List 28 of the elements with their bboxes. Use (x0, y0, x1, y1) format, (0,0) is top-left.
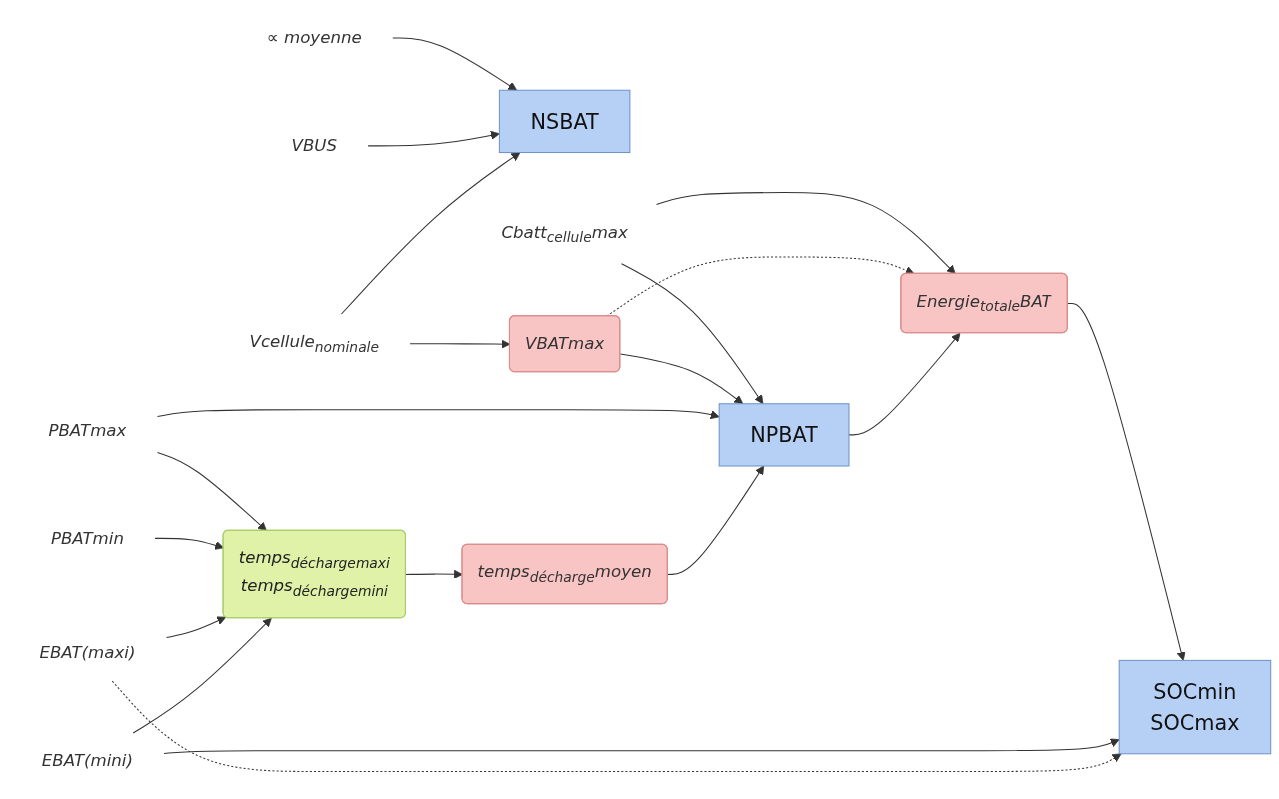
node-text: PBATmin (50, 527, 124, 548)
node-text: VBUS (291, 135, 337, 156)
node-text: EBAT(mini) (41, 750, 133, 771)
node-text: ∝ moyenne (266, 27, 362, 48)
node-text: Vcellule$_{nominale}$ (249, 331, 379, 355)
node-text: Cbatt$_{cellule}$max (501, 222, 628, 246)
arrow (163, 738, 1120, 754)
arrow (166, 616, 227, 638)
arrow (667, 465, 765, 575)
arrow (341, 152, 521, 315)
node-box: NSBAT (498, 89, 631, 154)
arrow (392, 37, 518, 91)
arrow (848, 332, 961, 436)
arrow (656, 192, 956, 275)
node-text: PBATmax (48, 420, 127, 440)
arrow (132, 617, 272, 734)
arrow (367, 130, 500, 147)
arrow (154, 537, 224, 550)
arrow (619, 353, 744, 405)
arrow (156, 409, 720, 420)
arrow (405, 569, 463, 579)
arrow (111, 680, 1122, 772)
node-box: SOCmin SOCmax (1118, 659, 1272, 755)
arrow (1067, 302, 1186, 661)
arrow (621, 263, 764, 405)
node-box: NPBAT (718, 403, 850, 467)
arrow (156, 452, 267, 532)
node-text: EBAT(maxi) (39, 642, 136, 663)
